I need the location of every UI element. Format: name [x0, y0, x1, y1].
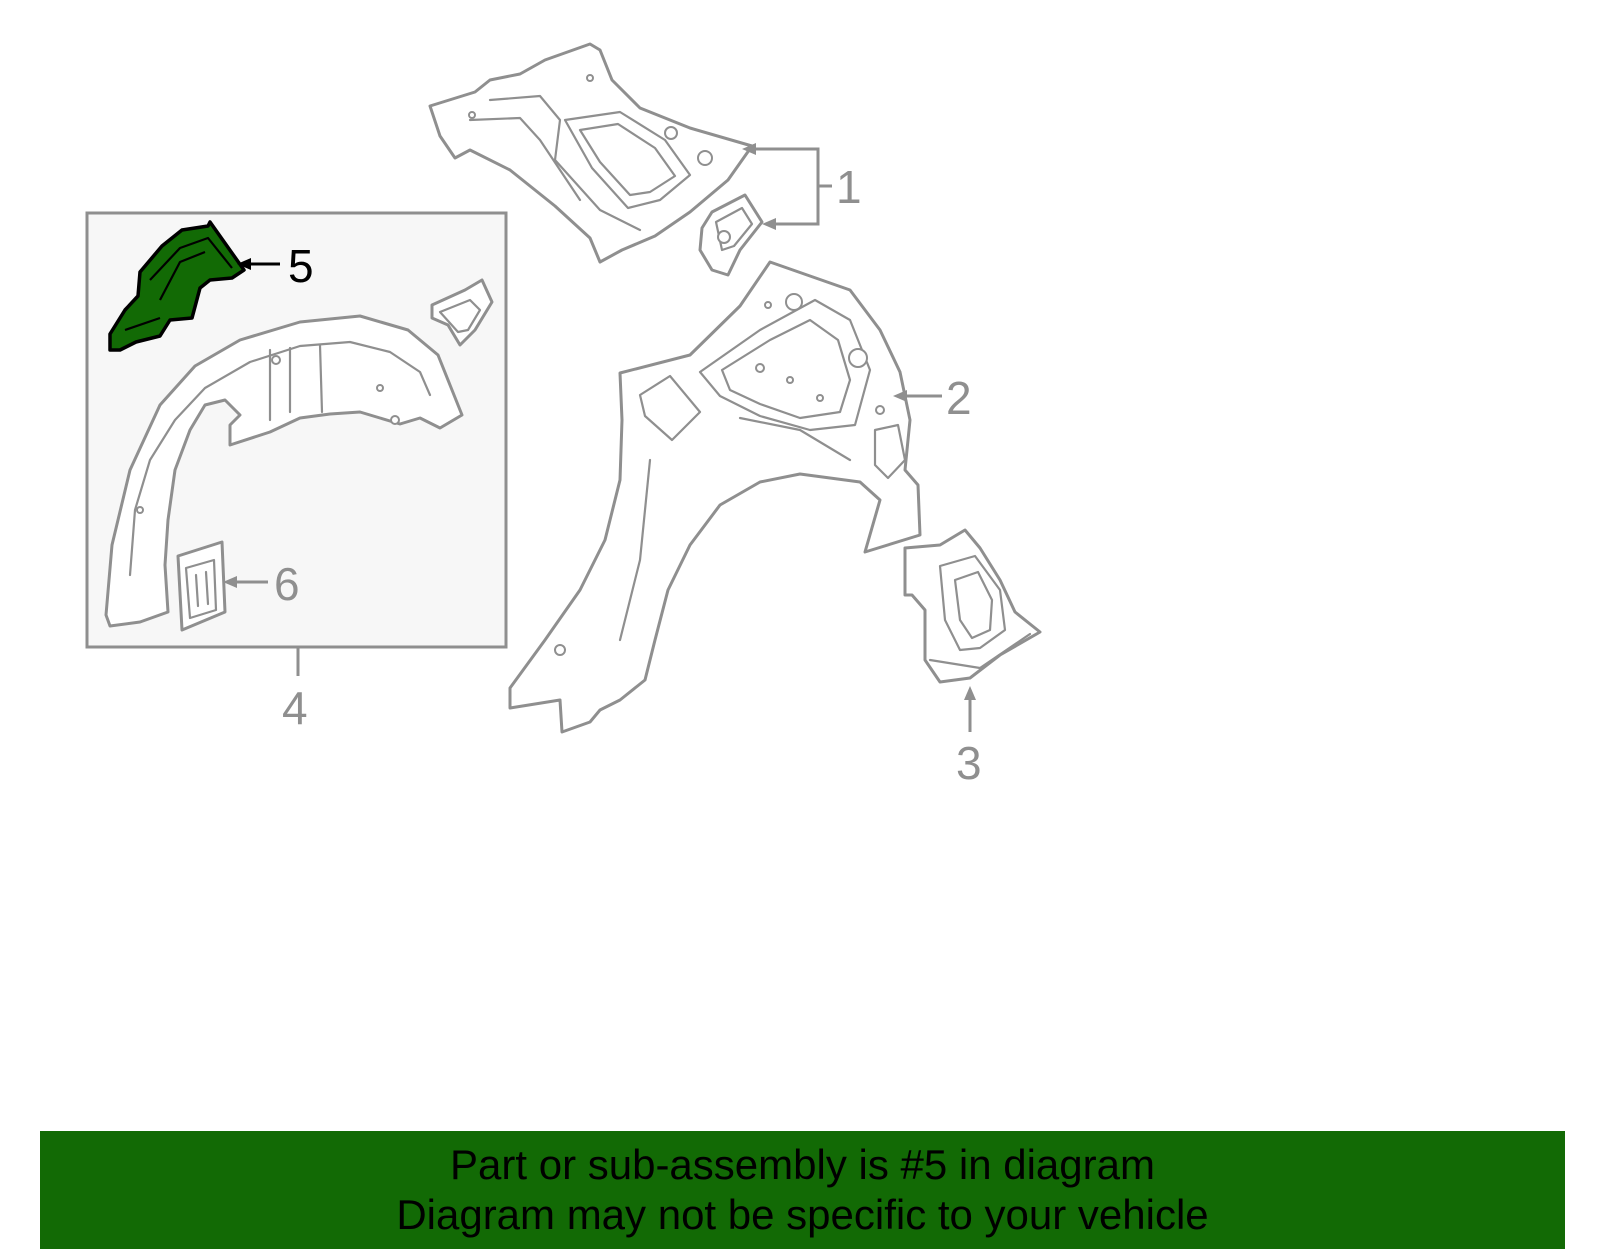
assembly-4-small-bracket[interactable] [430, 278, 494, 347]
callout-4: 4 [282, 682, 308, 734]
banner-line-1: Part or sub-assembly is #5 in diagram [450, 1141, 1155, 1188]
leader-1 [752, 147, 832, 226]
callout-6: 6 [274, 558, 300, 610]
callout-5: 5 [288, 240, 314, 292]
callout-3: 3 [956, 737, 982, 789]
callout-1: 1 [836, 161, 862, 213]
part-3-lower-bracket[interactable] [903, 528, 1042, 684]
callout-2: 2 [946, 372, 972, 424]
part-4-wheelhouse[interactable] [104, 314, 464, 628]
part-6-plate[interactable] [176, 540, 227, 632]
part-5-highlighted-reinforcement[interactable] [108, 220, 246, 352]
part-1-bracket[interactable] [698, 193, 764, 277]
part-1-upper-inner-panel[interactable] [428, 42, 754, 264]
part-2-quarter-inner-panel[interactable] [508, 260, 922, 734]
info-banner: Part or sub-assembly is #5 in diagram Di… [40, 1131, 1565, 1249]
banner-line-2: Diagram may not be specific to your vehi… [396, 1191, 1209, 1238]
